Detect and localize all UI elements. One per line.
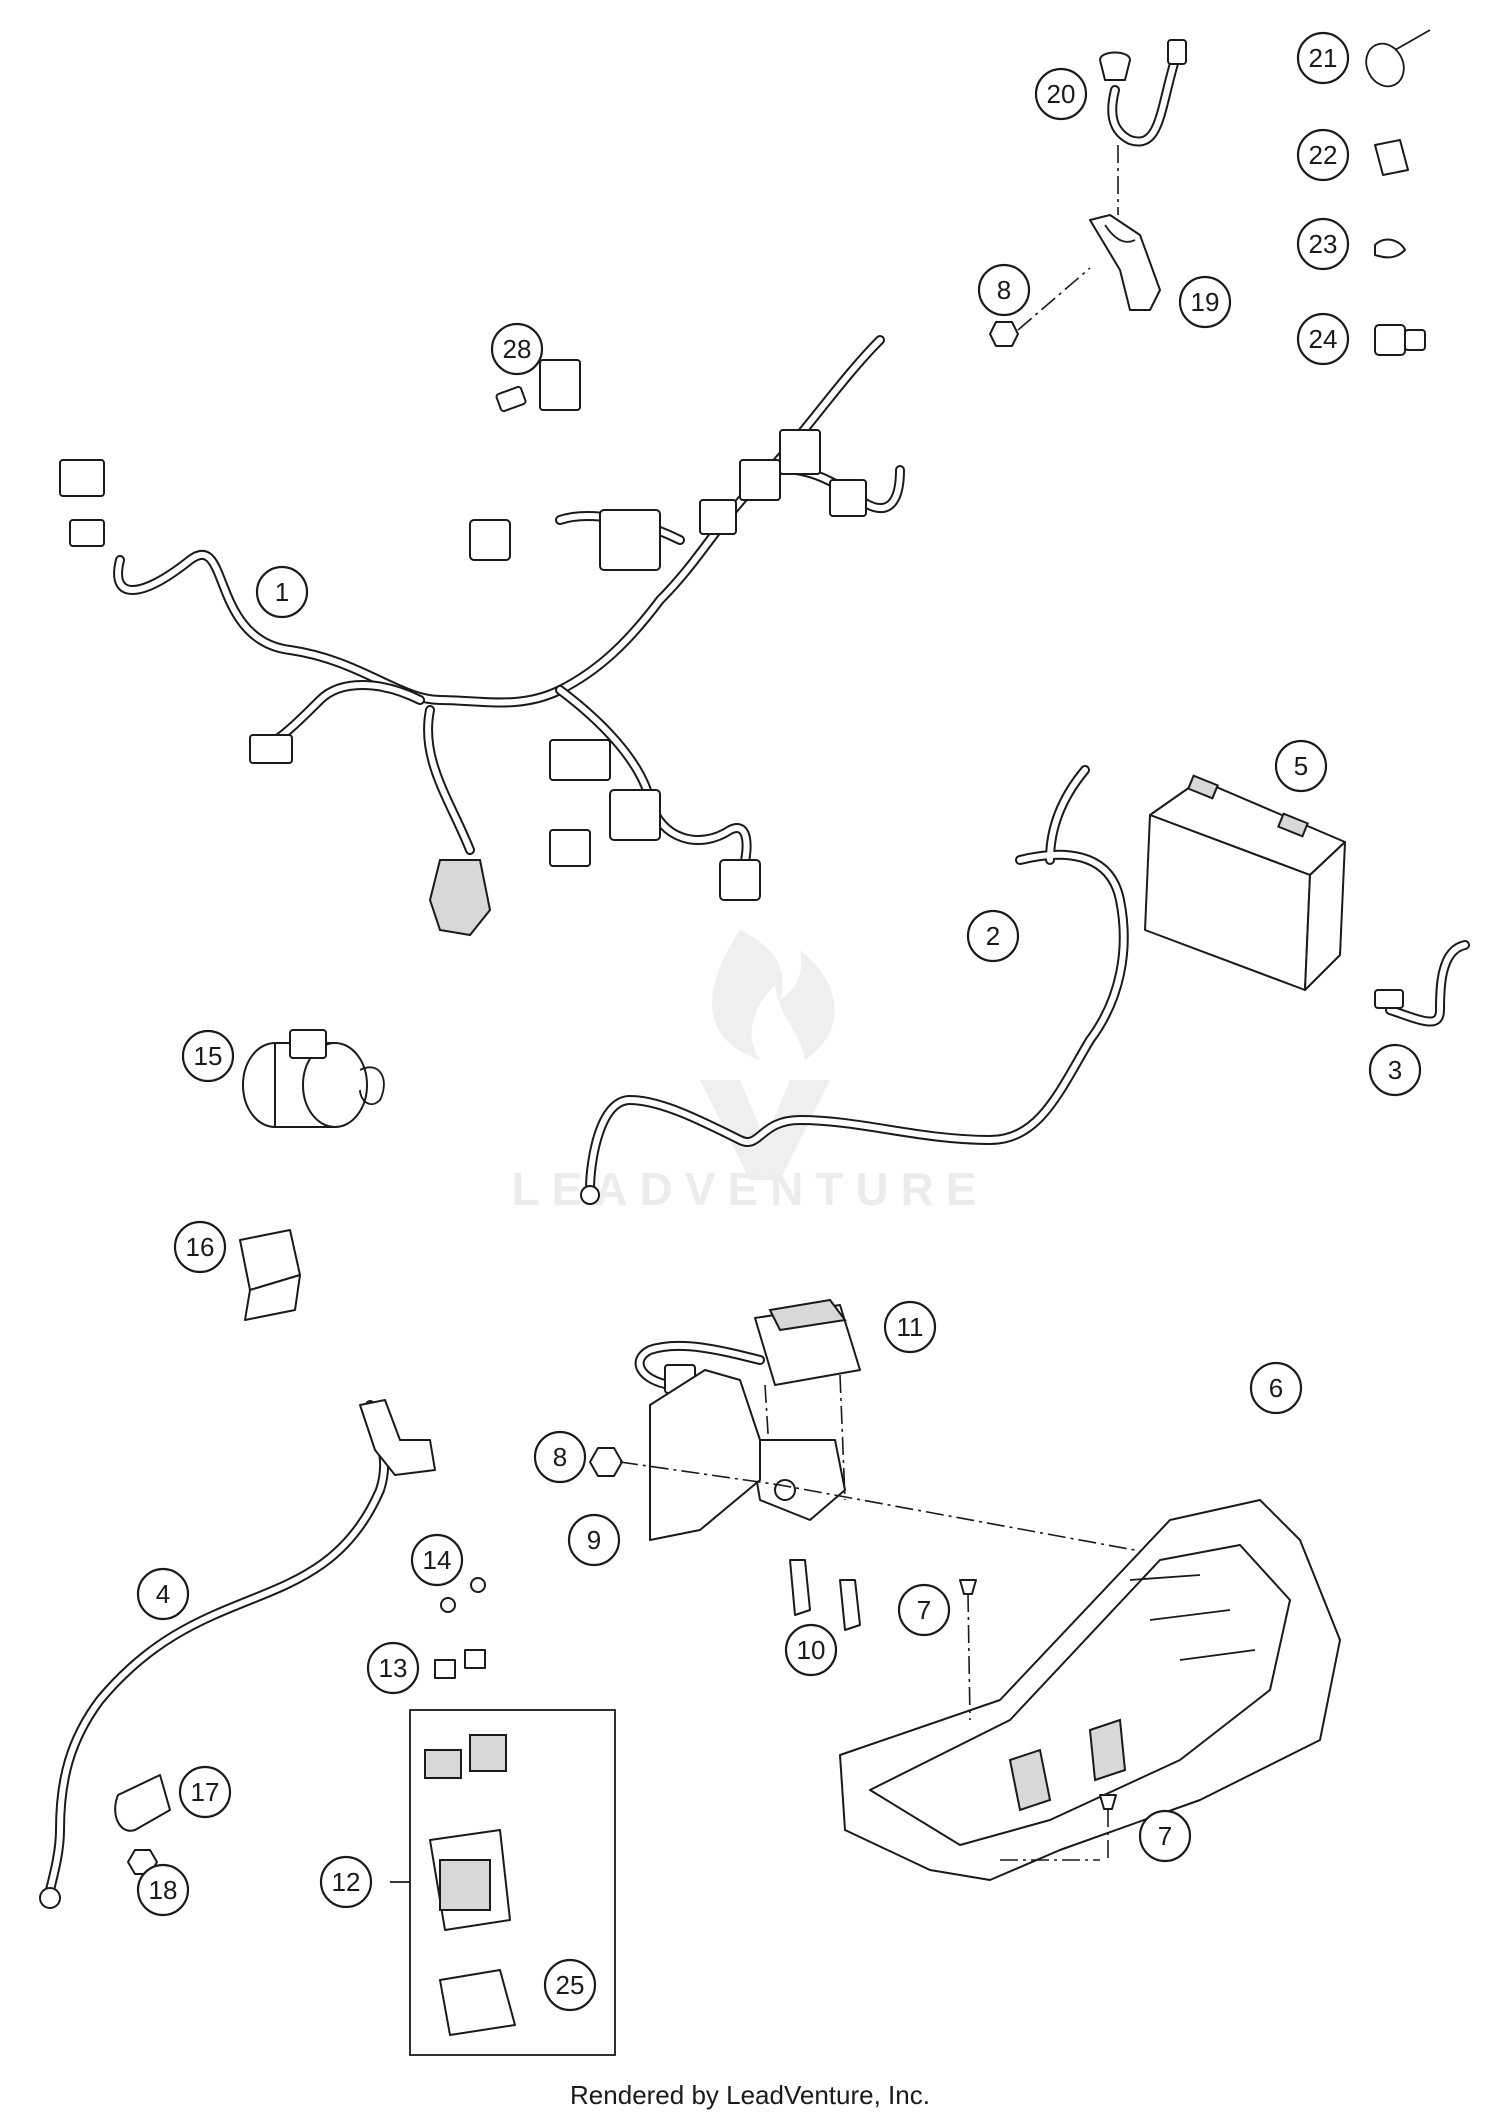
svg-text:2: 2 bbox=[986, 921, 1000, 951]
svg-text:7: 7 bbox=[917, 1595, 931, 1625]
clip-23 bbox=[1374, 238, 1406, 259]
battery-5 bbox=[1144, 774, 1346, 991]
svg-text:18: 18 bbox=[149, 1875, 178, 1905]
svg-text:1: 1 bbox=[275, 577, 289, 607]
starter-relay-kit-12 bbox=[390, 1709, 616, 2056]
bolts-10 bbox=[789, 1559, 861, 1631]
callout-16[interactable]: 16 bbox=[173, 1220, 227, 1274]
connector-24 bbox=[1374, 324, 1426, 356]
callout-21[interactable]: 21 bbox=[1296, 31, 1350, 85]
svg-text:11: 11 bbox=[897, 1312, 924, 1342]
callout-19[interactable]: 19 bbox=[1178, 275, 1232, 329]
main-wiring-harness bbox=[59, 335, 905, 937]
ground-cable-3 bbox=[1374, 940, 1470, 1027]
callout-11[interactable]: 11 bbox=[883, 1300, 937, 1354]
callout-8a[interactable]: 8 bbox=[977, 263, 1031, 317]
diagnostic-connector-20 bbox=[1099, 39, 1187, 215]
callout-5[interactable]: 5 bbox=[1274, 739, 1328, 793]
callout-22[interactable]: 22 bbox=[1296, 128, 1350, 182]
callout-10[interactable]: 10 bbox=[784, 1623, 838, 1677]
cable-tie-21 bbox=[1365, 29, 1431, 88]
svg-text:20: 20 bbox=[1047, 79, 1076, 109]
fuses-13 bbox=[434, 1649, 486, 1679]
terminal-cap-17 bbox=[114, 1774, 171, 1832]
svg-text:17: 17 bbox=[191, 1777, 220, 1807]
svg-text:15: 15 bbox=[194, 1041, 223, 1071]
connector-28 bbox=[495, 385, 527, 413]
callout-15[interactable]: 15 bbox=[181, 1029, 235, 1083]
screw-8-upper bbox=[989, 267, 1091, 347]
svg-text:8: 8 bbox=[997, 275, 1011, 305]
svg-text:10: 10 bbox=[797, 1635, 826, 1665]
battery-cable-2 bbox=[580, 765, 1129, 1205]
callout-18[interactable]: 18 bbox=[136, 1863, 190, 1917]
callout-20[interactable]: 20 bbox=[1034, 67, 1088, 121]
svg-text:13: 13 bbox=[379, 1653, 408, 1683]
svg-text:5: 5 bbox=[1294, 751, 1308, 781]
svg-text:16: 16 bbox=[186, 1232, 215, 1262]
screws-7 bbox=[959, 1579, 1117, 1860]
svg-text:7: 7 bbox=[1158, 1821, 1172, 1851]
starter-cable-4 bbox=[39, 1399, 436, 1909]
bracket-9 bbox=[649, 1369, 846, 1541]
voltage-regulator-11 bbox=[634, 1298, 861, 1501]
callout-17[interactable]: 17 bbox=[178, 1765, 232, 1819]
connector-16 bbox=[239, 1229, 301, 1321]
svg-text:9: 9 bbox=[587, 1525, 601, 1555]
svg-text:6: 6 bbox=[1269, 1373, 1283, 1403]
svg-text:12: 12 bbox=[332, 1867, 361, 1897]
callout-1[interactable]: 1 bbox=[255, 565, 309, 619]
callout-28[interactable]: 28 bbox=[490, 322, 544, 376]
svg-text:21: 21 bbox=[1309, 43, 1338, 73]
callout-24[interactable]: 24 bbox=[1296, 312, 1350, 366]
clip-22 bbox=[1374, 139, 1409, 176]
svg-text:28: 28 bbox=[503, 334, 532, 364]
screw-8-lower bbox=[589, 1447, 1201, 1563]
callout-8b[interactable]: 8 bbox=[533, 1430, 587, 1484]
callout-14[interactable]: 14 bbox=[410, 1533, 464, 1587]
svg-text:24: 24 bbox=[1309, 324, 1338, 354]
svg-text:8: 8 bbox=[553, 1442, 567, 1472]
holder-19 bbox=[1089, 214, 1161, 311]
callout-7b[interactable]: 7 bbox=[1138, 1809, 1192, 1863]
callout-12[interactable]: 12 bbox=[319, 1855, 373, 1909]
svg-text:25: 25 bbox=[556, 1970, 585, 2000]
svg-text:4: 4 bbox=[156, 1579, 170, 1609]
callout-2[interactable]: 2 bbox=[966, 909, 1020, 963]
callout-25[interactable]: 25 bbox=[543, 1958, 597, 2012]
svg-text:23: 23 bbox=[1309, 229, 1338, 259]
callout-3[interactable]: 3 bbox=[1368, 1043, 1422, 1097]
svg-text:3: 3 bbox=[1388, 1055, 1402, 1085]
svg-text:22: 22 bbox=[1309, 140, 1338, 170]
callout-7a[interactable]: 7 bbox=[897, 1583, 951, 1637]
battery-box-6 bbox=[839, 1499, 1341, 1881]
callout-6[interactable]: 6 bbox=[1249, 1361, 1303, 1415]
callout-13[interactable]: 13 bbox=[366, 1641, 420, 1695]
watermark: LEADVENTURE bbox=[511, 930, 977, 1215]
footer-credit: Rendered by LeadVenture, Inc. bbox=[570, 2080, 930, 2110]
relay-holder-15 bbox=[242, 1029, 385, 1128]
svg-text:14: 14 bbox=[423, 1545, 452, 1575]
callout-23[interactable]: 23 bbox=[1296, 217, 1350, 271]
screws-14 bbox=[440, 1577, 486, 1613]
callout-4[interactable]: 4 bbox=[136, 1567, 190, 1621]
svg-text:19: 19 bbox=[1191, 287, 1220, 317]
callout-9[interactable]: 9 bbox=[567, 1513, 621, 1567]
